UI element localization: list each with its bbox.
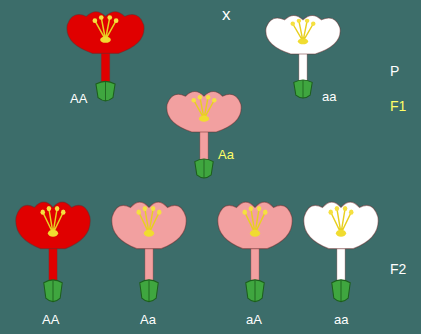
cross-symbol: x <box>222 6 231 23</box>
genotype-label: Aa <box>218 148 234 161</box>
generation-label: P <box>390 64 399 78</box>
white-flower <box>266 15 340 98</box>
genotype-label: aa <box>334 313 348 326</box>
genotype-label: AA <box>70 92 87 105</box>
pink-flower <box>218 202 292 302</box>
genotype-label: aA <box>246 313 262 326</box>
white-flower <box>304 202 378 302</box>
pink-flower <box>112 202 186 302</box>
genotype-label: aa <box>322 90 336 103</box>
red-flower <box>16 202 90 302</box>
generation-label: F1 <box>390 99 406 113</box>
generation-label: F2 <box>390 262 406 276</box>
genotype-label: Aa <box>140 313 156 326</box>
pink-flower <box>167 92 241 178</box>
red-flower <box>67 12 144 101</box>
genotype-label: AA <box>42 313 59 326</box>
